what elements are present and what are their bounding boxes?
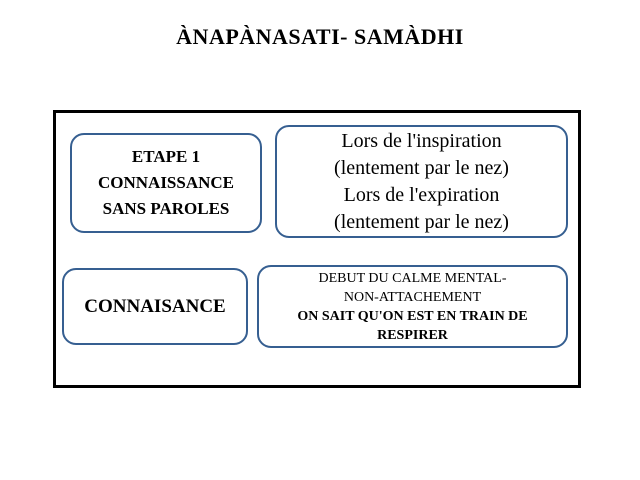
diagram-frame: ETAPE 1 CONNAISSANCE SANS PAROLES Lors d… (53, 110, 581, 388)
box-calme-line-3: ON SAIT QU'ON EST EN TRAIN DE (297, 308, 528, 324)
box-calme-line-2: NON-ATTACHEMENT (343, 289, 482, 305)
box-breathing-line-1: Lors de l'inspiration (341, 129, 502, 152)
box-breathing-line-2: (lentement par le nez) (334, 156, 509, 179)
box-etape-1-line-3: SANS PAROLES (102, 199, 230, 218)
box-calme-line-1: DEBUT DU CALME MENTAL- (318, 270, 507, 286)
box-breathing-line-3: Lors de l'expiration (343, 183, 500, 206)
page-title: ÀNAPÀNASATI- SAMÀDHI (176, 24, 464, 49)
box-etape-1-line-2: CONNAISSANCE (97, 173, 235, 192)
box-connaisance-line-1: CONNAISANCE (84, 295, 226, 317)
box-breathing: Lors de l'inspiration (lentement par le … (275, 125, 568, 238)
box-connaisance: CONNAISANCE (62, 268, 248, 345)
box-etape-1: ETAPE 1 CONNAISSANCE SANS PAROLES (70, 133, 262, 233)
box-breathing-line-4: (lentement par le nez) (334, 210, 509, 233)
box-calme-mental: DEBUT DU CALME MENTAL- NON-ATTACHEMENT O… (257, 265, 568, 348)
box-calme-line-4: RESPIRER (377, 327, 448, 343)
box-etape-1-line-1: ETAPE 1 (131, 147, 201, 166)
